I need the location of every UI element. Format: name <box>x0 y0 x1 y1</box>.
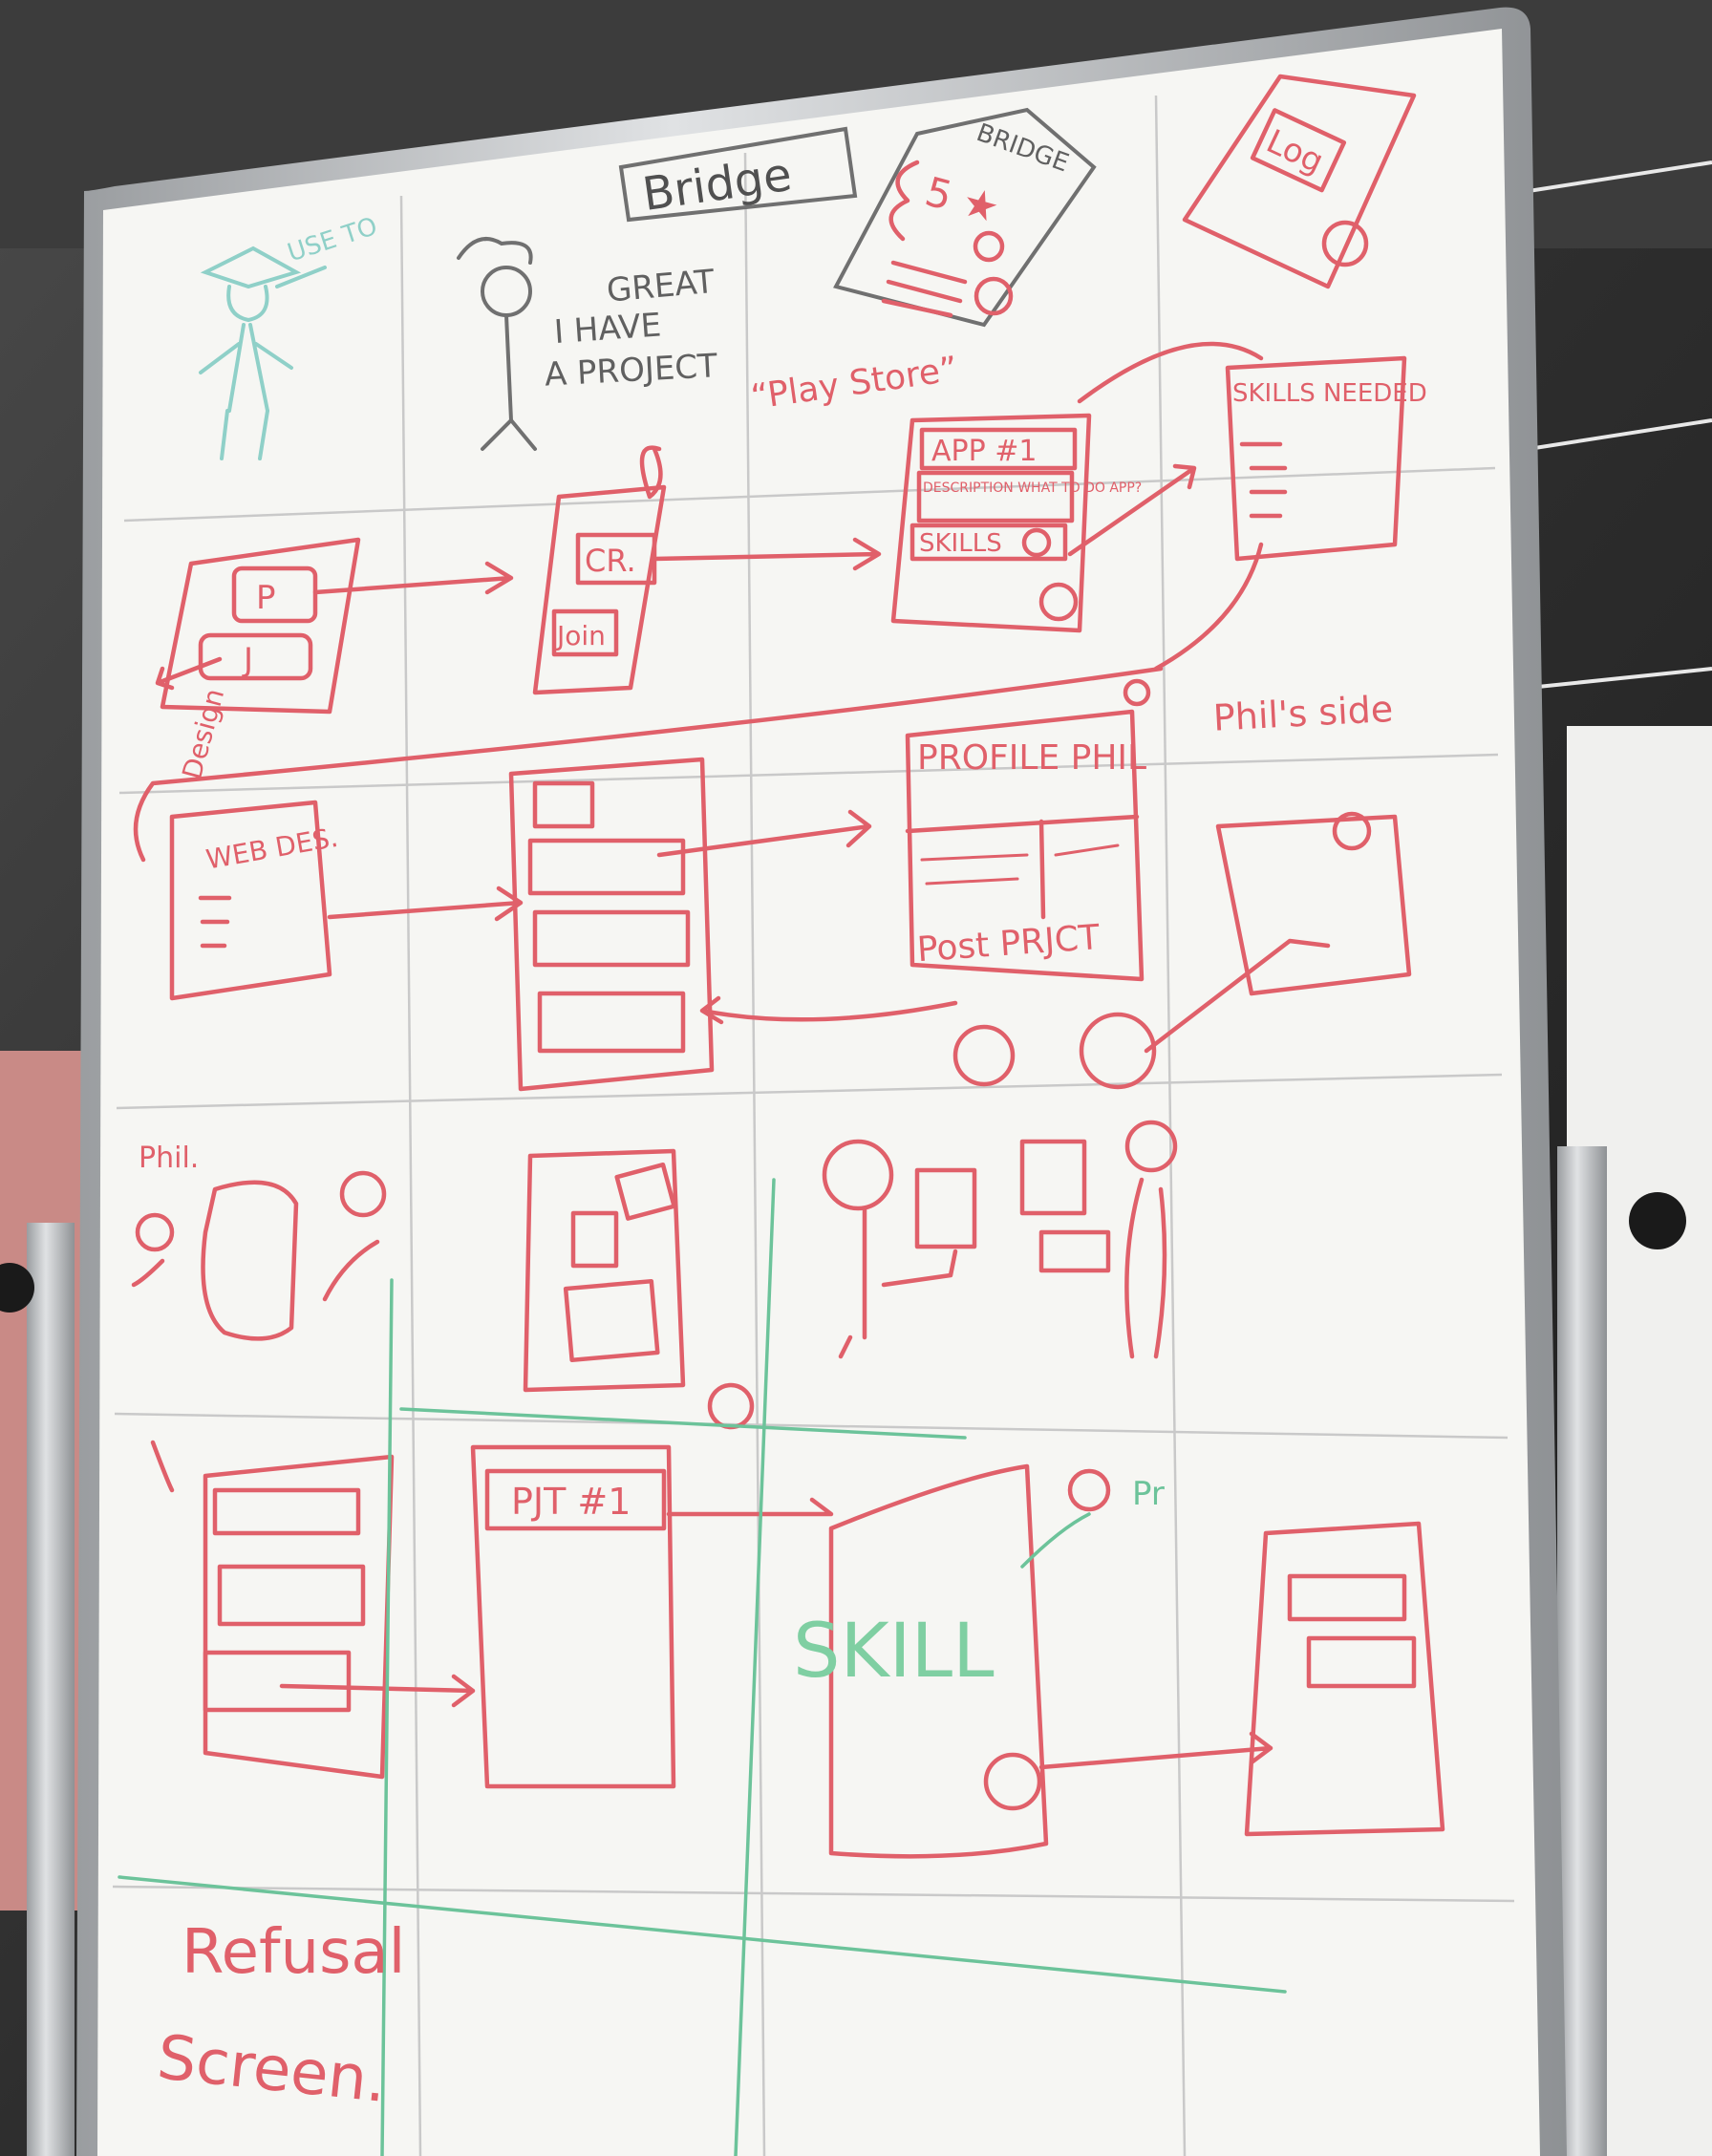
skills-text: SKILLS <box>919 529 1002 558</box>
list-screen-sketch <box>508 757 872 1092</box>
phil-row-sketch: Phil. <box>131 1142 387 1341</box>
app-detail-sketch: APP #1 DESCRIPTION WHAT TO DO APP? SKILL… <box>890 413 1197 633</box>
gray-figure: GREAT I HAVE A PROJECT <box>457 237 718 451</box>
create-join-sketch: CR. Join <box>532 445 882 695</box>
create-text: CR. <box>585 543 636 579</box>
green-dividers <box>118 1178 1287 2156</box>
refusal-screen-text: Refusal Screen. <box>154 1917 405 2117</box>
list-screen-2-sketch <box>150 1440 476 1780</box>
greeting-line-1: GREAT <box>605 263 716 310</box>
skill-screen-sketch: SKILL Pr <box>793 1463 1273 1859</box>
stand-post-right <box>1557 1146 1607 2156</box>
knob-right <box>1629 1192 1686 1249</box>
people-sketch <box>822 1120 1178 1359</box>
skills-needed-sketch: SKILLS NEEDED <box>133 341 1427 863</box>
final-screen-sketch <box>1244 1521 1445 1837</box>
login-sketch: Log <box>1182 74 1417 289</box>
stand-post-left <box>27 1223 75 2156</box>
project-screen-sketch: PJT #1 <box>470 1444 834 1789</box>
greeting-line-3: A PROJECT <box>544 347 718 394</box>
skills-needed-text: SKILLS NEEDED <box>1232 379 1427 408</box>
title-box: Bridge <box>618 126 858 223</box>
ceiling-tiles <box>1528 160 1712 690</box>
pr-text: Pr <box>1132 1475 1165 1513</box>
j-letter: J <box>242 641 253 679</box>
board-grid <box>112 95 1515 2156</box>
refusal-line-1: Refusal <box>182 1917 405 1988</box>
knob-left <box>0 1263 34 1313</box>
app-description-text: DESCRIPTION WHAT TO DO APP? <box>923 480 1142 496</box>
app-title-text: APP #1 <box>931 435 1037 468</box>
skill-text: SKILL <box>793 1609 995 1695</box>
stack-screen-sketch <box>523 1148 755 1430</box>
project-text: PJT #1 <box>511 1481 631 1523</box>
profile-title-text: PROFILE PHIL <box>917 738 1146 778</box>
phils-side-sketch: Phil's side <box>1144 688 1412 1054</box>
phil-text: Phil. <box>139 1142 199 1175</box>
phils-side-text: Phil's side <box>1212 688 1394 739</box>
p-letter: P <box>256 579 276 617</box>
greeting-line-2: I HAVE <box>553 306 663 352</box>
join-text: Join <box>555 620 606 651</box>
